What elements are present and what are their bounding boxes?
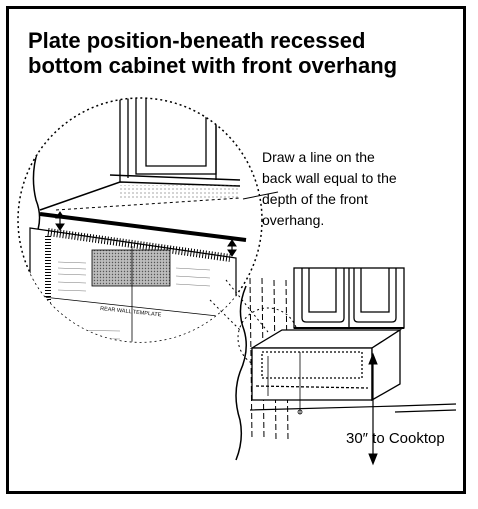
- callout-leader-line: [242, 191, 279, 200]
- clearance-label: 30″ to Cooktop: [346, 430, 445, 447]
- callout-line-2: back wall equal to the: [262, 170, 397, 186]
- zoomed-detail: REAR WALL TEMPLATE: [29, 98, 247, 342]
- countertop-edge: [249, 403, 457, 413]
- microwave-oven: [249, 328, 403, 415]
- callout-note: Draw a line on the back wall equal to th…: [262, 147, 442, 231]
- zoom-connector-lines: [209, 279, 269, 333]
- upper-cabinet: [293, 267, 405, 329]
- callout-line-1: Draw a line on the: [262, 149, 375, 165]
- title-line-2: bottom cabinet with front overhang: [28, 53, 398, 78]
- callout-line-3: depth of the front: [262, 191, 368, 207]
- clearance-arrows-detail: [55, 211, 237, 257]
- wall-template-detail: REAR WALL TEMPLATE: [29, 227, 237, 342]
- wall-edge: [235, 285, 247, 461]
- callout-line-4: overhang.: [262, 212, 325, 228]
- title-line-1: Plate position-beneath recessed: [28, 28, 366, 53]
- diagram-title: Plate position-beneath recessed bottom c…: [28, 28, 458, 78]
- cabinet-overhang-detail: [39, 174, 247, 242]
- cabinet-door-detail: [119, 98, 217, 182]
- clearance-dimension-arrow: [368, 352, 378, 466]
